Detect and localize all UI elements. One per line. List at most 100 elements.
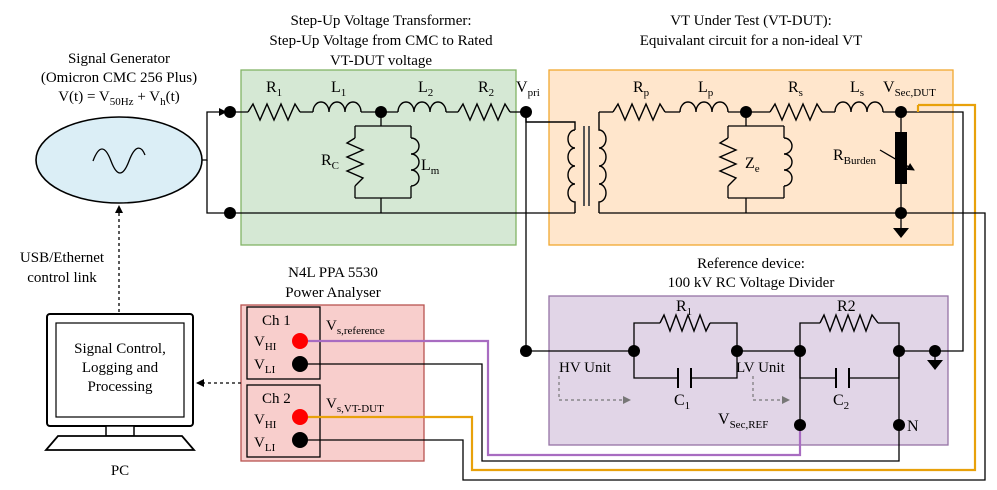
channel-1-box — [246, 306, 321, 380]
transformer-title-line3: VT-DUT voltage — [330, 53, 432, 69]
reference-title-line2: 100 kV RC Voltage Divider — [668, 275, 835, 291]
node-vsec-dut — [895, 106, 907, 118]
ch2-hi-orange-lead — [300, 103, 977, 472]
control-link-line2: control link — [27, 270, 97, 286]
ch1-li-black-lead — [300, 363, 900, 462]
ideal-transformer-secondary — [598, 112, 607, 213]
ze-branch-frame — [727, 112, 785, 213]
node-hv-left — [628, 345, 640, 357]
control-link-line1: USB/Ethernet — [20, 250, 105, 266]
rs-label: Rs — [788, 79, 803, 99]
divider-r2-label: R2 — [837, 298, 856, 315]
analyser-title-line1: N4L PPA 5530 — [288, 265, 378, 281]
lp-inductor — [679, 101, 729, 113]
lp-label: Lp — [698, 79, 714, 99]
analyser-title-line2: Power Analyser — [285, 285, 380, 301]
generator-title-line1: Signal Generator — [68, 51, 170, 67]
ch1-vli-label: VLI — [254, 357, 276, 376]
transformer-box — [240, 69, 517, 246]
ze-resistor — [718, 137, 738, 187]
reference-title-line1: Reference device: — [697, 256, 805, 272]
r1-label: R1 — [266, 79, 282, 99]
pc-screen-line2: Logging and — [82, 360, 159, 376]
ch1-hi-purple-lead — [300, 339, 802, 457]
vt-dut-box — [548, 69, 954, 246]
ch2-vhi-label: VHI — [254, 412, 277, 431]
pc-screen-line1: Signal Control, — [74, 341, 166, 357]
l2-inductor — [397, 101, 447, 113]
sine-wave-icon — [92, 147, 146, 174]
transformer-title-line2: Step-Up Voltage from CMC to Rated — [269, 33, 493, 49]
rc-resistor — [345, 137, 365, 187]
rburden-label: RBurden — [833, 147, 877, 167]
ch2-li-black-lead — [300, 212, 986, 481]
ls-inductor — [834, 101, 884, 113]
generator-output-bottom-wire — [206, 160, 230, 214]
r1-resistor — [247, 102, 301, 122]
ze-inductor — [783, 137, 793, 187]
ch2-vli-terminal — [292, 432, 308, 448]
node-n — [893, 419, 905, 431]
divider-r1-resistor — [659, 313, 711, 333]
node-vt-bottom — [895, 207, 907, 219]
ch1-vhi-label: VHI — [254, 334, 277, 353]
pc-label: PC — [111, 463, 129, 479]
lm-inductor — [410, 137, 420, 187]
burden-variable-arrow — [879, 149, 915, 171]
channel-2-label: Ch 2 — [262, 391, 291, 407]
r2-label: R2 — [478, 79, 494, 99]
node-generator-bottom — [224, 207, 236, 219]
lv-unit-label: LV Unit — [736, 360, 786, 376]
vsec-ref-label: VSec,REF — [718, 411, 768, 431]
rs-resistor — [769, 102, 823, 122]
ch1-signal-label: Vs,reference — [326, 318, 385, 337]
l2-label: L2 — [418, 79, 433, 99]
divider-r1-label: R1 — [676, 298, 692, 318]
ch2-signal-label: Vs,VT-DUT — [326, 396, 384, 415]
node-lv-left — [794, 345, 806, 357]
node-vsec-ref — [794, 419, 806, 431]
c1-label: C1 — [674, 392, 690, 412]
node-hv-input — [520, 345, 532, 357]
hv-unit-frame — [633, 322, 738, 379]
divider-ground-icon — [927, 360, 943, 370]
vsec-dut-to-lv-wire — [901, 111, 964, 352]
lv-unit-frame — [799, 322, 900, 379]
c2-label: C2 — [833, 392, 849, 412]
node-shunt — [375, 106, 387, 118]
shunt-branch-frame — [354, 112, 412, 213]
burden-resistor — [895, 132, 907, 184]
rp-label: Rp — [633, 79, 650, 99]
generator-equation: V(t) = V50Hz + Vh(t) — [58, 89, 180, 108]
l1-label: L1 — [331, 79, 346, 99]
pc-keyboard — [44, 435, 196, 451]
ground-icon — [893, 228, 909, 238]
ch1-vli-terminal — [292, 356, 308, 372]
transformer-title-line1: Step-Up Voltage Transformer: — [290, 13, 471, 29]
r2-resistor — [457, 102, 511, 122]
ch2-vhi-terminal — [292, 409, 308, 425]
ch1-vhi-terminal — [292, 333, 308, 349]
rc-label: RC — [321, 152, 339, 172]
lv-unit-indicator-arrow — [752, 376, 790, 404]
pc-screen-line3: Processing — [88, 379, 153, 395]
vt-title-line1: VT Under Test (VT-DUT): — [670, 13, 832, 29]
node-ze — [740, 106, 752, 118]
vpri-label: Vpri — [516, 79, 540, 99]
ls-label: Ls — [850, 79, 864, 99]
rp-resistor — [612, 102, 666, 122]
signal-generator — [35, 116, 203, 204]
power-analyser-box — [240, 304, 425, 462]
ch2-vli-label: VLI — [254, 435, 276, 454]
n-label: N — [907, 418, 919, 435]
vt-title-line2: Equivalant circuit for a non-ideal VT — [640, 33, 863, 49]
hv-unit-indicator-arrow — [558, 376, 631, 404]
lm-label: Lm — [421, 157, 440, 177]
ze-label: Ze — [745, 155, 760, 175]
reference-divider-box — [548, 295, 949, 446]
channel-2-box — [246, 384, 321, 458]
divider-r2-resistor — [819, 313, 879, 333]
pc-screen — [55, 322, 185, 418]
node-generator-top — [224, 106, 236, 118]
